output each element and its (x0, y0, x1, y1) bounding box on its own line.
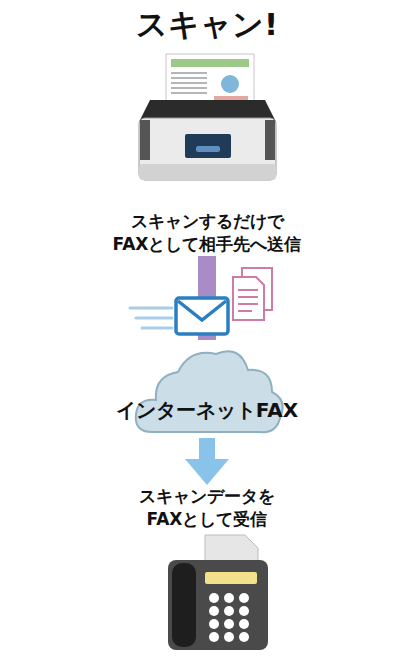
speed-line (130, 307, 172, 310)
scanner-side (140, 120, 150, 160)
fax-key (209, 593, 219, 603)
paper-line (171, 87, 207, 89)
connector-line (198, 256, 216, 340)
scanner-side (265, 120, 275, 160)
document-line (238, 289, 258, 291)
connector (207, 256, 208, 340)
fax-key (209, 619, 219, 629)
fax-key (224, 606, 234, 616)
fax-key (224, 632, 234, 642)
speed-line (136, 317, 172, 320)
fax-key (224, 593, 234, 603)
fax-illustration (168, 535, 268, 650)
fax-handset (172, 563, 196, 647)
fax-key (239, 632, 249, 642)
node-caption: スキャンするだけで FAXとして相手先へ送信 (100, 210, 314, 256)
speed-line (142, 327, 172, 330)
envelope-flap (178, 301, 226, 320)
fax-key (224, 619, 234, 629)
connector-line (199, 438, 215, 460)
document-line (238, 303, 258, 305)
paper-line (171, 72, 207, 74)
document-line (238, 310, 252, 312)
fax-display (205, 572, 257, 584)
fax-key (209, 632, 219, 642)
fax-body (168, 560, 268, 650)
cloud-node: インターネットFAX (112, 340, 302, 438)
scanner-front (139, 164, 276, 180)
cloud-shape (112, 340, 302, 438)
fax-key (239, 619, 249, 629)
scanner-illustration (139, 54, 276, 180)
connector (185, 438, 229, 485)
envelope-icon (176, 298, 228, 334)
document-icon (233, 268, 272, 320)
paper-chart (221, 75, 239, 93)
envelope-body (176, 298, 228, 334)
scanner-button (196, 146, 220, 152)
paper-line (171, 92, 207, 94)
diagram-title: スキャン! (0, 4, 414, 44)
paper-header (171, 59, 249, 67)
fax-key (239, 593, 249, 603)
arrow-head (185, 459, 229, 485)
fax-key (239, 606, 249, 616)
title-area: スキャン! (0, 4, 414, 44)
fax-node: スキャンデータを FAXとして受信 (100, 485, 314, 655)
scanner-node: スキャンするだけで FAXとして相手先へ送信 (100, 48, 314, 256)
paper-line (171, 77, 207, 79)
node-caption: スキャンデータを FAXとして受信 (100, 485, 314, 531)
document-page (242, 268, 272, 310)
paper-line (171, 82, 207, 84)
fax-key (209, 606, 219, 616)
scanner-screen (185, 134, 231, 158)
scanner-body (139, 118, 276, 180)
document-page (233, 277, 264, 320)
speed-lines (130, 308, 172, 328)
cloud-label: インターネットFAX (112, 397, 302, 423)
fax-keypad (209, 593, 249, 642)
document-line (238, 296, 258, 298)
